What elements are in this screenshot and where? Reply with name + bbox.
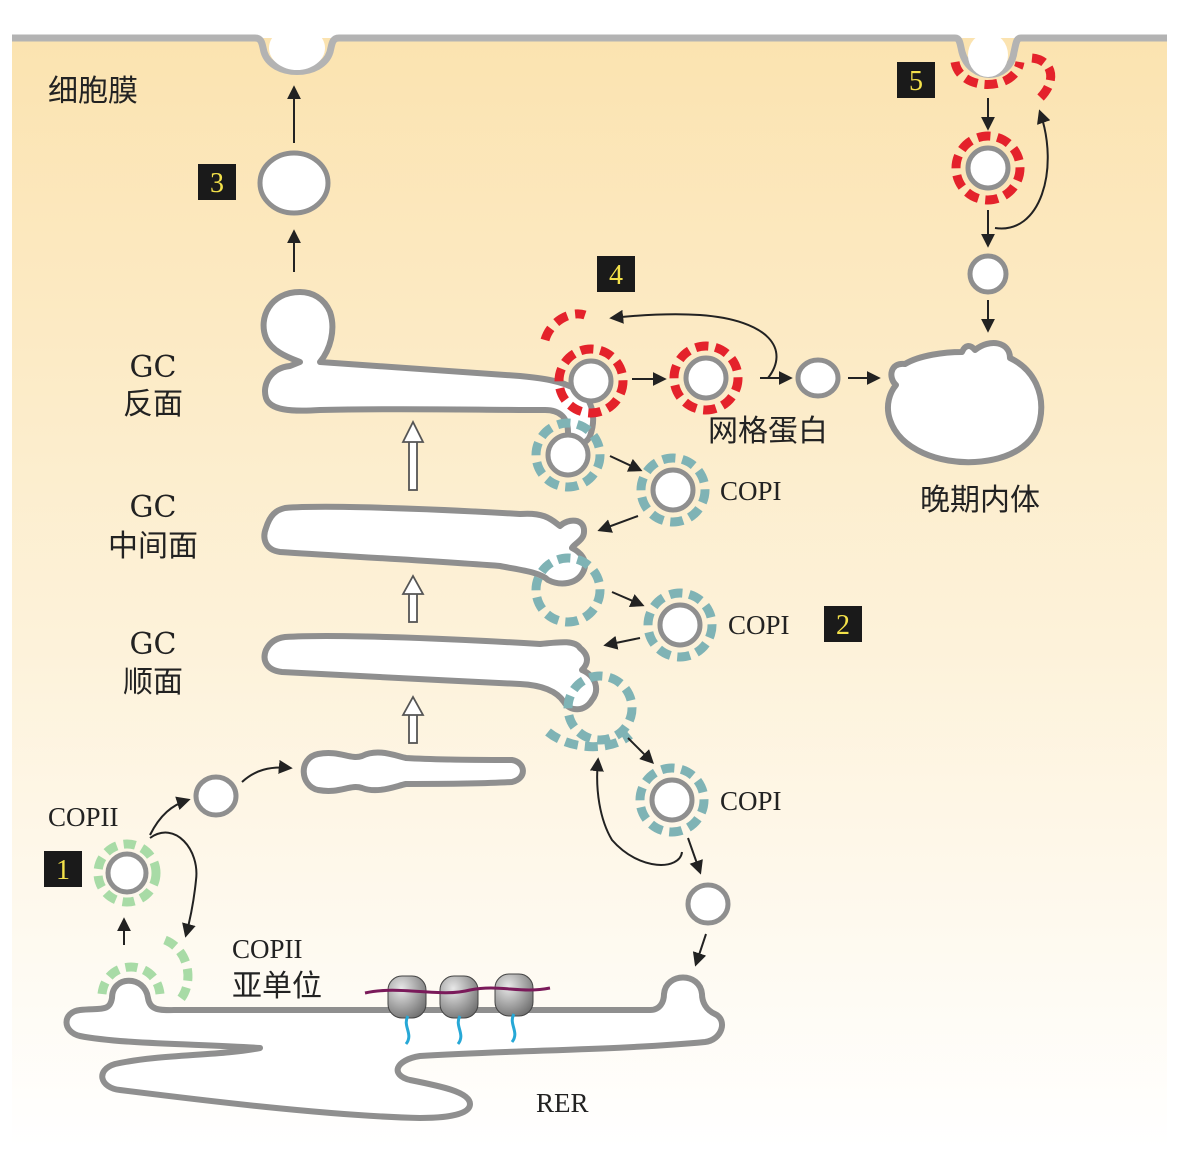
gc-cis-label-2: 顺面 (123, 665, 183, 700)
hollow-arrow-cis-to-medial (401, 574, 425, 623)
copi-vesicle-3 (635, 763, 709, 837)
gc-medial-label-1: GC (130, 490, 177, 525)
copii-coat-on-er (97, 962, 165, 995)
arrow-copi-1-return (597, 515, 639, 533)
copii-uncoated-vesicle (193, 774, 239, 818)
arrow-copii-to-ergic-1 (149, 796, 191, 836)
plasma-membrane-label: 细胞膜 (48, 74, 138, 109)
copii-subunits (162, 935, 193, 1006)
arrow-endocytosis-recycle (994, 109, 1051, 230)
badge-2: 2 (824, 606, 862, 642)
arrow-copi-to-er (687, 837, 703, 875)
late-endosome (884, 340, 1045, 466)
golgi-trans-cisterna (260, 289, 597, 447)
badge-1: 1 (44, 851, 82, 887)
arrow-copi-2 (611, 591, 645, 607)
svg-text:3: 3 (210, 168, 224, 199)
badge-3: 3 (198, 164, 236, 200)
gc-medial-label-2: 中间面 (108, 529, 198, 564)
copi-vesicle-2 (643, 588, 717, 662)
copi-bud-cis (545, 671, 637, 752)
copi-uncoated-vesicle (685, 882, 731, 926)
rer-label: RER (536, 1088, 589, 1118)
clathrin-disassembling-fragments (540, 309, 587, 342)
clathrin-label: 网格蛋白 (708, 414, 828, 449)
clathrin-pit-coat (950, 60, 1025, 89)
gc-cis-label-1: GC (130, 627, 177, 662)
uncoated-vesicle (795, 357, 841, 399)
late-endosome-label: 晚期内体 (920, 483, 1040, 518)
gc-trans-label-2: 反面 (123, 387, 183, 422)
copi-label-2: COPI (728, 610, 790, 640)
clathrin-released-fragments (1031, 53, 1056, 102)
svg-text:5: 5 (909, 66, 923, 97)
plasma-membrane (12, 34, 1167, 78)
copi-bud-trans (531, 418, 605, 492)
copi-label-1: COPI (720, 476, 782, 506)
arrow-copii-recycle (149, 831, 198, 938)
nascent-peptide (404, 1013, 517, 1045)
svg-text:2: 2 (836, 610, 850, 641)
arrow-copi-retrograde (589, 757, 683, 866)
clathrin-coated-vesicle (669, 341, 743, 415)
arrow-clathrin-recycle (609, 309, 778, 379)
rough-er (63, 974, 725, 1121)
arrow-copi-3 (627, 737, 654, 764)
copii-subunit-label-1: COPII (232, 934, 303, 964)
badge-4: 4 (597, 256, 635, 292)
copi-vesicle-1 (636, 453, 710, 527)
copi-bud-medial (531, 553, 605, 627)
ribosome-icon (387, 973, 534, 1019)
copii-coated-vesicle (93, 839, 161, 907)
mrna-strand-icon (364, 986, 551, 995)
golgi-medial-cisterna (261, 503, 588, 587)
badge-5: 5 (897, 62, 935, 98)
hollow-arrow-medial-to-trans (401, 419, 425, 491)
gc-trans-label-1: GC (130, 350, 177, 385)
svg-text:1: 1 (56, 855, 70, 886)
endocytic-uncoated-vesicle (967, 253, 1009, 295)
copii-subunit-label-2: 亚单位 (232, 969, 322, 1004)
secretory-vesicle (257, 150, 331, 216)
clathrin-budding-vesicle (554, 344, 628, 418)
endocytic-clathrin-vesicle (951, 131, 1025, 205)
copi-label-3: COPI (720, 786, 782, 816)
svg-text:4: 4 (609, 260, 623, 291)
golgi-cis-cisterna (261, 632, 600, 713)
ergic-tubule (300, 749, 526, 794)
arrow-copii-to-ergic-2 (241, 759, 293, 783)
arrow-copi-1 (609, 455, 643, 472)
arrow-copi-2-return (603, 635, 641, 650)
arrow-to-er (692, 933, 707, 967)
copii-label: COPII (48, 802, 119, 832)
hollow-arrow-ergic-to-cis (401, 695, 425, 744)
cytoplasm-background (12, 38, 1167, 1148)
